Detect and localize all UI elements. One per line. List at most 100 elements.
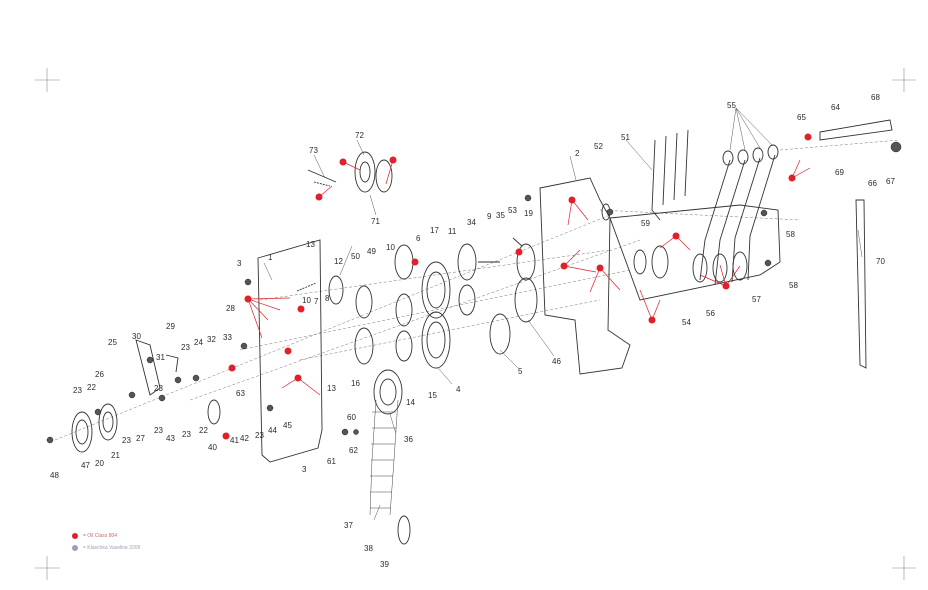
small-parts [46,141,902,444]
legend-grease-label: = Klaschka Vaseline 3209 [83,545,141,551]
callout-20: 20 [95,459,104,468]
callout-45: 45 [283,421,292,430]
callout-17: 17 [430,226,439,235]
callout-26: 26 [95,370,104,379]
callout-16: 16 [351,379,360,388]
callout-13b: 13 [327,384,336,393]
callout-73: 73 [309,146,318,155]
gears [71,151,748,453]
callout-3a: 3 [237,259,242,268]
callout-40: 40 [208,443,217,452]
callout-60: 60 [347,413,356,422]
callout-57: 57 [752,295,761,304]
callout-32: 32 [207,335,216,344]
callout-64: 64 [831,103,840,112]
callout-65: 65 [797,113,806,122]
callout-36: 36 [404,435,413,444]
callout-10a: 10 [386,243,395,252]
legend-grease-row: = Klaschka Vaseline 3209 [72,542,140,554]
callout-70: 70 [876,257,885,266]
callout-23e: 23 [182,430,191,439]
callout-62: 62 [349,446,358,455]
callout-50: 50 [351,252,360,261]
oil-dot-icon [72,533,78,539]
callout-58b: 58 [789,281,798,290]
assembly-axes [54,139,901,441]
callout-29: 29 [166,322,175,331]
callout-24: 24 [194,338,203,347]
callout-27: 27 [136,434,145,443]
callout-47: 47 [81,461,90,470]
callout-9: 9 [487,212,492,221]
callout-28: 28 [226,304,235,313]
callout-71: 71 [371,217,380,226]
legend-oil-label: = Oil Class 804 [83,533,118,539]
callout-67: 67 [886,177,895,186]
callout-43: 43 [166,434,175,443]
callout-25: 25 [108,338,117,347]
grease-dot-icon [72,545,78,551]
callout-3b: 3 [302,465,307,474]
callout-labels: 1 2 3 3 4 5 6 7 8 9 10 10 11 12 13 13 14… [50,93,895,569]
callout-4: 4 [456,385,461,394]
callout-55: 55 [727,101,736,110]
callout-54: 54 [682,318,691,327]
callout-19: 19 [524,209,533,218]
callout-59: 59 [641,219,650,228]
callout-37: 37 [344,521,353,530]
callout-56: 56 [706,309,715,318]
callout-35: 35 [496,211,505,220]
callout-1: 1 [268,253,273,262]
callout-10b: 10 [302,296,311,305]
callout-41: 41 [230,436,239,445]
callout-66: 66 [868,179,877,188]
callout-22b: 22 [199,426,208,435]
callout-23g: 23 [255,431,264,440]
drive-chain [369,399,411,545]
callout-23a: 23 [73,386,82,395]
callout-14: 14 [406,398,415,407]
callout-53: 53 [508,206,517,215]
callout-22a: 22 [87,383,96,392]
callout-23d: 23 [154,426,163,435]
callout-leaders [263,107,863,521]
callout-31: 31 [156,353,165,362]
callout-23f: 23 [122,436,131,445]
callout-48: 48 [50,471,59,480]
callout-5: 5 [518,367,523,376]
callout-61: 61 [327,457,336,466]
callout-30: 30 [132,332,141,341]
registration-marks [35,68,916,580]
callout-6: 6 [416,234,421,243]
callout-11: 11 [448,227,457,236]
frame-plates [257,177,781,463]
levers [307,119,893,369]
callout-39: 39 [380,560,389,569]
callout-63: 63 [236,389,245,398]
callout-46: 46 [552,357,561,366]
callout-8: 8 [325,294,330,303]
callout-68: 68 [871,93,880,102]
callout-12: 12 [334,257,343,266]
callout-49: 49 [367,247,376,256]
callout-34: 34 [467,218,476,227]
legend-oil-row: = Oil Class 804 [72,530,140,542]
callout-69: 69 [835,168,844,177]
callout-23c: 23 [154,384,163,393]
oil-points [222,133,812,440]
callout-44: 44 [268,426,277,435]
callout-7: 7 [314,297,319,306]
callout-42: 42 [240,434,249,443]
callout-15: 15 [428,391,437,400]
callout-51: 51 [621,133,630,142]
legend: = Oil Class 804 = Klaschka Vaseline 3209 [72,530,140,554]
callout-58a: 58 [786,230,795,239]
callout-38: 38 [364,544,373,553]
callout-52: 52 [594,142,603,151]
callout-21: 21 [111,451,120,460]
callout-13a: 13 [306,240,315,249]
callout-33: 33 [223,333,232,342]
callout-72: 72 [355,131,364,140]
callout-23b: 23 [181,343,190,352]
